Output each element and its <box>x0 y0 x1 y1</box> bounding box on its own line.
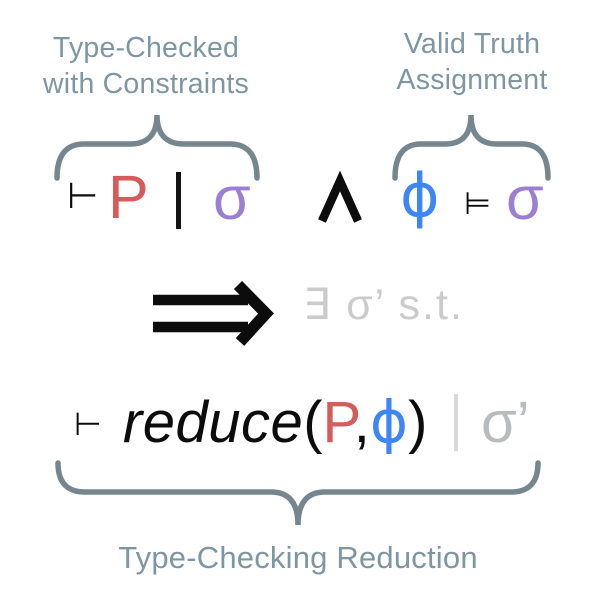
annotation-type-checked-line1: Type-Checked <box>52 32 240 64</box>
annotation-type-checking-reduction: Type-Checking Reduction <box>118 540 478 575</box>
annotation-valid-truth: Valid Truth Assignment <box>372 26 572 98</box>
reduce-arg-p: P <box>322 390 354 455</box>
open-paren: ( <box>303 390 323 455</box>
reduce-function-name: reduce <box>122 390 304 455</box>
annotation-type-checked-line2: with Constraints <box>43 68 249 100</box>
turnstile-left: ⊢ <box>67 176 99 217</box>
conclusion-expression: ⊢reduce(P,ϕ)σ’ <box>74 393 530 452</box>
annotation-valid-truth-line1: Valid Truth <box>403 28 541 60</box>
exists-clause: ∃ σ’ s.t. <box>303 281 464 329</box>
annotation-type-checked: Type-Checked with Constraints <box>26 30 266 102</box>
phi-formula: ϕ <box>400 161 440 231</box>
program-p: P <box>108 163 149 231</box>
sigma-prime: σ’ <box>480 390 530 455</box>
models-symbol: ⊨ <box>464 186 492 222</box>
close-paren: ) <box>408 390 428 455</box>
annotation-valid-truth-line2: Assignment <box>396 64 548 96</box>
sigma-right: σ <box>506 164 544 232</box>
turnstile-bottom: ⊢ <box>74 405 102 443</box>
constraint-separator-bar <box>176 172 181 229</box>
comma: , <box>353 390 370 455</box>
sigma-left: σ <box>213 164 251 232</box>
conclusion-separator-bar <box>454 394 458 451</box>
underbrace-icon <box>55 460 541 526</box>
logical-and-icon <box>318 170 362 223</box>
reduce-arg-phi: ϕ <box>369 388 409 456</box>
implies-arrow-icon <box>153 280 274 346</box>
